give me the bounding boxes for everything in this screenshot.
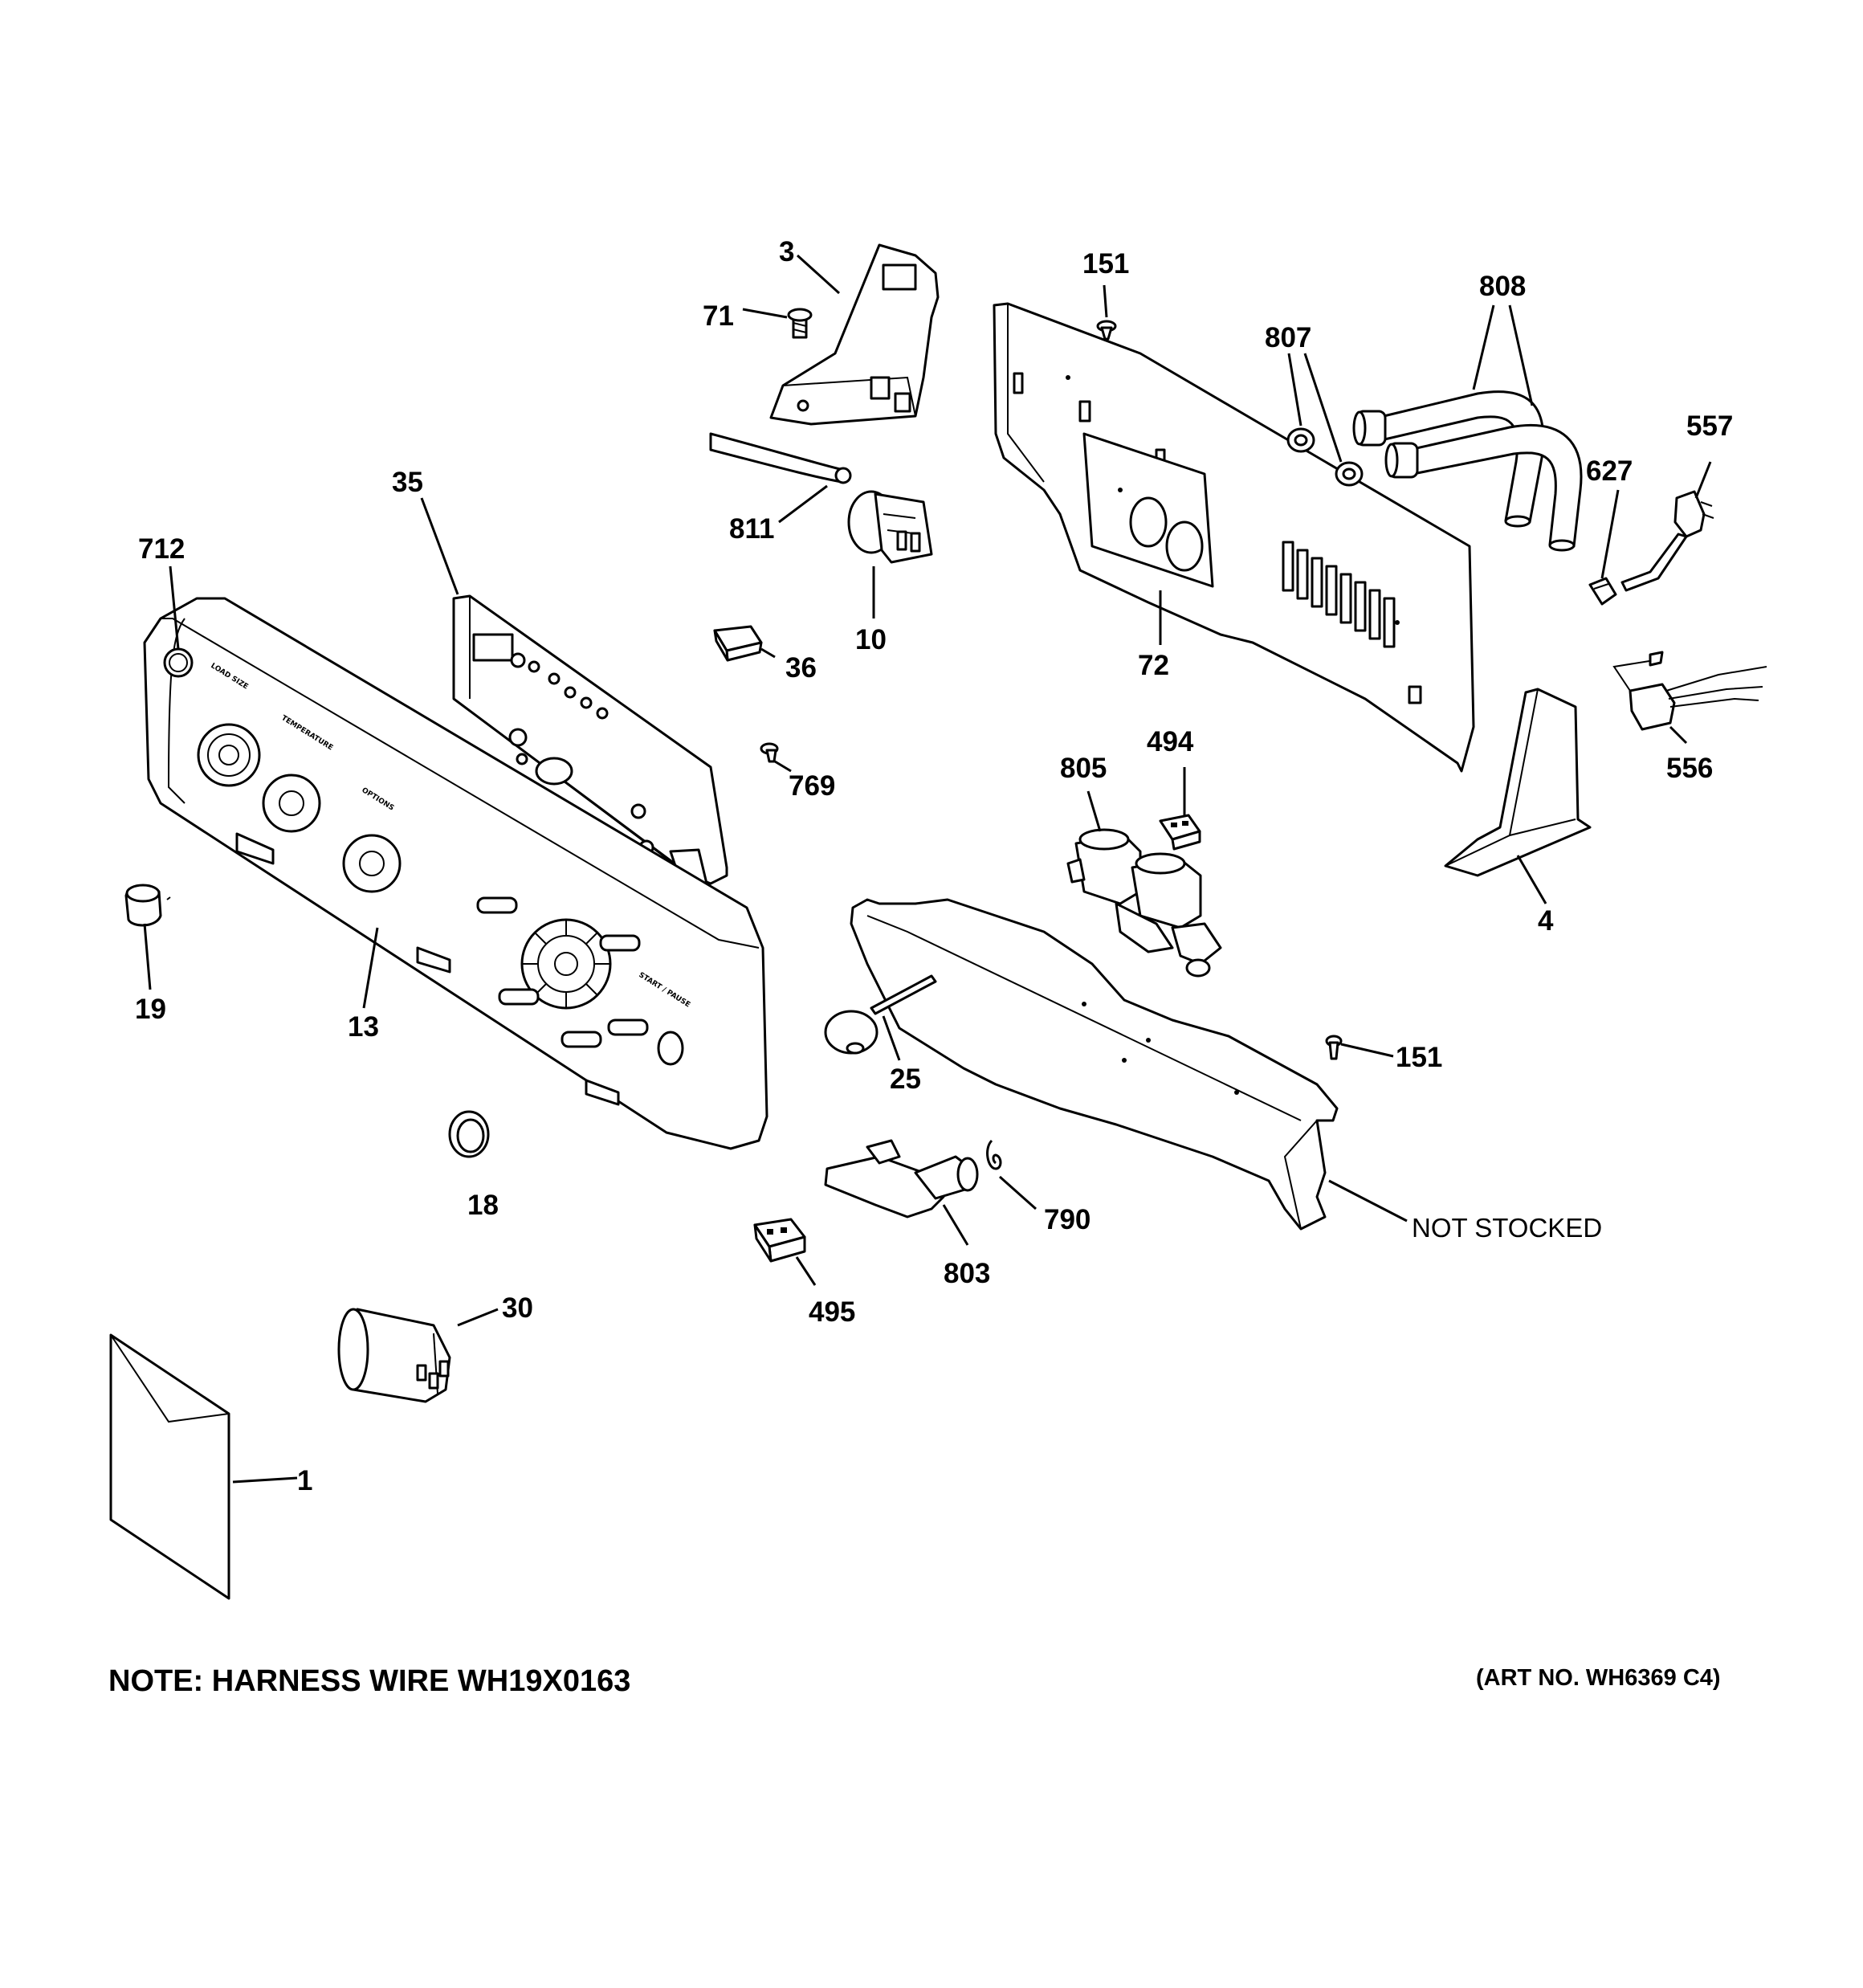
part-790-clip [986, 1139, 1002, 1170]
callout-labels: 3 71 151 807 808 557 627 811 35 712 10 3… [135, 236, 1733, 1496]
callout-13: 13 [348, 1011, 379, 1043]
callout-627: 627 [1586, 455, 1633, 487]
part-71-screw [787, 308, 813, 339]
callout-4: 4 [1538, 905, 1554, 937]
callout-769: 769 [789, 770, 835, 802]
part-13-control-panel: LOAD SIZE TEMPERATURE OPTIONS START / PA… [143, 597, 768, 1150]
callout-30: 30 [502, 1292, 533, 1324]
cycle-selector-dial [520, 918, 612, 1010]
callout-811: 811 [729, 513, 774, 545]
art-number: (ART NO. WH6369 C4) [1476, 1665, 1721, 1691]
callout-71: 71 [703, 300, 734, 332]
callout-25: 25 [890, 1063, 921, 1095]
part-807-washers [1286, 427, 1364, 487]
ge-logo [163, 647, 194, 678]
part-1-literature-envelope [109, 1333, 230, 1600]
callout-35: 35 [392, 467, 423, 498]
callout-557: 557 [1686, 410, 1733, 442]
part-72-vent-slots [1282, 541, 1396, 648]
part-805-water-valve [1066, 828, 1222, 978]
part-803-siphon [824, 1139, 979, 1219]
part-151-screw-right [1325, 1035, 1343, 1060]
part-556-harness [1612, 651, 1767, 731]
harness-note: NOTE: HARNESS WIRE WH19X0163 [108, 1664, 630, 1698]
callout-495: 495 [809, 1296, 855, 1328]
part-3-end-bracket [769, 243, 940, 426]
callout-790: 790 [1044, 1204, 1090, 1235]
callout-10: 10 [855, 624, 887, 655]
part-72-backsplash-panel [993, 302, 1475, 773]
part-35-control-board [452, 594, 728, 889]
part-36-connector [713, 625, 763, 662]
part-not-stocked-bracket [850, 898, 1339, 1231]
load-size-knob [197, 723, 261, 787]
part-18-ring [448, 1110, 490, 1158]
callout-712: 712 [138, 533, 185, 565]
part-495-connector [753, 1218, 806, 1263]
callout-19: 19 [135, 994, 166, 1025]
part-627-clip [1588, 577, 1617, 606]
part-151-screw-top [1096, 320, 1117, 341]
callout-18: 18 [467, 1190, 499, 1221]
part-811-pressure-tube [709, 432, 852, 484]
temperature-knob [262, 774, 321, 833]
callout-151-right: 151 [1396, 1042, 1442, 1073]
part-30-capacitor [337, 1308, 451, 1403]
part-10-pressure-switch [847, 490, 933, 564]
callout-1: 1 [297, 1465, 312, 1496]
not-stocked-label: NOT STOCKED [1412, 1213, 1602, 1243]
part-4-end-bracket [1444, 688, 1592, 877]
callout-808: 808 [1479, 271, 1526, 302]
part-808-fill-hoses [1352, 390, 1583, 552]
callout-807: 807 [1265, 322, 1311, 353]
part-25-sensor [824, 974, 937, 1055]
part-769-screw [760, 742, 779, 763]
callout-556: 556 [1666, 753, 1713, 784]
callout-805: 805 [1060, 753, 1107, 784]
callout-3: 3 [779, 236, 794, 267]
leader-lines [143, 254, 1712, 1484]
callout-803: 803 [944, 1258, 990, 1289]
callout-72: 72 [1138, 650, 1169, 681]
callout-151-top: 151 [1082, 248, 1129, 280]
callout-494: 494 [1147, 726, 1194, 757]
part-557-connector [1620, 490, 1714, 592]
options-knob [342, 834, 402, 893]
callout-36: 36 [785, 652, 817, 684]
part-19-knob [124, 884, 171, 927]
part-494-connector [1159, 814, 1201, 851]
